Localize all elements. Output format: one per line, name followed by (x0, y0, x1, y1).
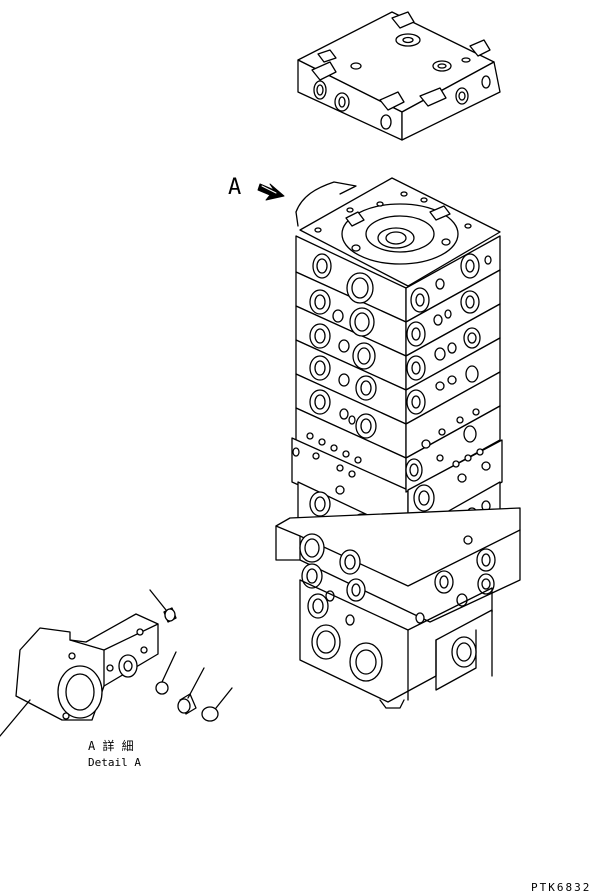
sleeve-part (177, 693, 197, 715)
drawing-code: PTK6832 (531, 881, 591, 894)
main-valve-stack (275, 177, 521, 709)
o-ring-part (201, 706, 219, 722)
view-a-arrow: A (228, 175, 285, 201)
detail-a-title-jp: A 詳 細 (88, 738, 134, 753)
view-label-a: A (228, 175, 241, 200)
top-cover-plate (297, 11, 501, 141)
plug-part (163, 607, 177, 623)
detail-a-assembly (0, 589, 233, 737)
ball-part (155, 681, 169, 695)
detail-a-title-en: Detail A (88, 756, 141, 769)
